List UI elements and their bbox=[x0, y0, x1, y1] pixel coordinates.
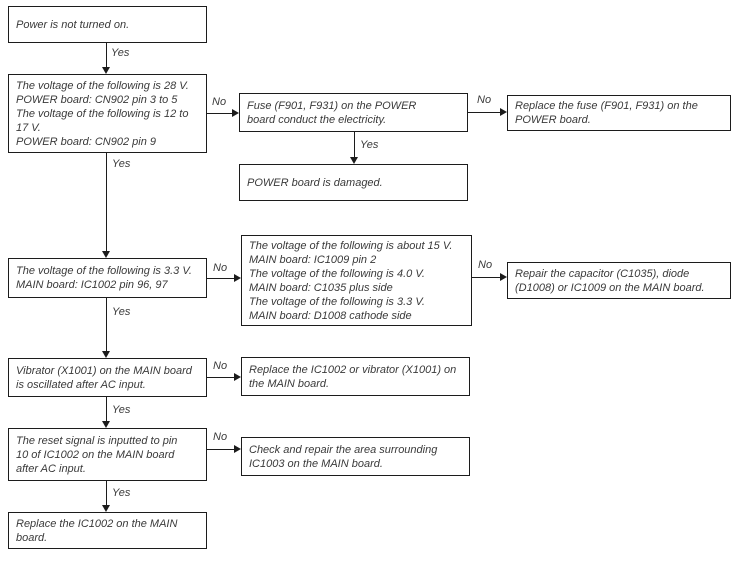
node-replace-ic1002-vibrator: Replace the IC1002 or vibrator (X1001) o… bbox=[241, 357, 470, 396]
no-label: No bbox=[477, 94, 492, 106]
arrowhead-down-icon bbox=[102, 351, 110, 358]
node-vibrator-check: Vibrator (X1001) on the MAIN board is os… bbox=[8, 358, 207, 397]
arrowhead-down-icon bbox=[102, 251, 110, 258]
node-check-ic1003: Check and repair the area surrounding IC… bbox=[241, 437, 470, 476]
yes-label: Yes bbox=[112, 306, 131, 318]
edge-line-reset-to-check-ic1003 bbox=[207, 449, 235, 450]
edge-line-start-to-28v bbox=[106, 43, 107, 68]
arrowhead-right-icon bbox=[232, 109, 239, 117]
yes-label: Yes bbox=[111, 47, 130, 59]
edge-line-28v-to-fuse bbox=[207, 113, 233, 114]
node-power-not-on: Power is not turned on. bbox=[8, 6, 207, 43]
edge-line-15v-to-repair bbox=[472, 277, 501, 278]
yes-label: Yes bbox=[112, 487, 131, 499]
arrowhead-right-icon bbox=[234, 274, 241, 282]
yes-label: Yes bbox=[112, 404, 131, 416]
arrowhead-right-icon bbox=[500, 273, 507, 281]
no-label: No bbox=[213, 431, 228, 443]
edge-line-reset-to-replace-ic1002 bbox=[106, 481, 107, 506]
yes-label: Yes bbox=[112, 158, 131, 170]
edge-line-3-3v-to-15v bbox=[207, 278, 235, 279]
arrowhead-down-icon bbox=[350, 157, 358, 164]
arrowhead-right-icon bbox=[234, 445, 241, 453]
edge-line-fuse-to-damaged bbox=[354, 132, 355, 158]
arrowhead-down-icon bbox=[102, 505, 110, 512]
edge-line-vibrator-to-reset bbox=[106, 397, 107, 422]
yes-label: Yes bbox=[360, 139, 379, 151]
node-voltage-15v-check: The voltage of the following is about 15… bbox=[241, 235, 472, 326]
node-voltage-28v-check: The voltage of the following is 28 V. PO… bbox=[8, 74, 207, 153]
node-voltage-3-3v-check: The voltage of the following is 3.3 V. M… bbox=[8, 258, 207, 298]
edge-line-fuse-to-replace-fuse bbox=[468, 112, 501, 113]
arrowhead-down-icon bbox=[102, 421, 110, 428]
arrowhead-down-icon bbox=[102, 67, 110, 74]
arrowhead-right-icon bbox=[234, 373, 241, 381]
node-repair-capacitor: Repair the capacitor (C1035), diode (D10… bbox=[507, 262, 731, 299]
node-fuse-check: Fuse (F901, F931) on the POWER board con… bbox=[239, 93, 468, 132]
no-label: No bbox=[212, 96, 227, 108]
arrowhead-right-icon bbox=[500, 108, 507, 116]
no-label: No bbox=[478, 259, 493, 271]
node-reset-signal-check: The reset signal is inputted to pin 10 o… bbox=[8, 428, 207, 481]
node-replace-ic1002: Replace the IC1002 on the MAIN board. bbox=[8, 512, 207, 549]
edge-line-vibrator-to-replace bbox=[207, 377, 235, 378]
node-replace-fuse: Replace the fuse (F901, F931) on the POW… bbox=[507, 95, 731, 131]
no-label: No bbox=[213, 262, 228, 274]
edge-line-3-3v-to-vibrator bbox=[106, 298, 107, 352]
node-power-board-damaged: POWER board is damaged. bbox=[239, 164, 468, 201]
edge-line-28v-to-3-3v bbox=[106, 153, 107, 252]
no-label: No bbox=[213, 360, 228, 372]
